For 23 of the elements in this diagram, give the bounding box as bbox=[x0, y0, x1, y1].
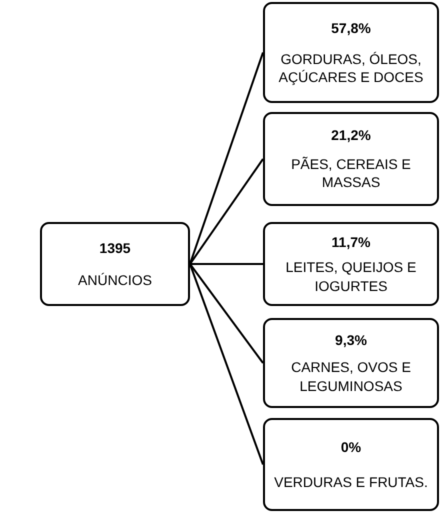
percentage-value: 21,2% bbox=[331, 126, 371, 145]
category-box bbox=[263, 2, 439, 103]
total-count: 1395 bbox=[99, 239, 131, 258]
category-label: VERDURAS E FRUTAS. bbox=[274, 472, 428, 491]
connector-line bbox=[189, 52, 264, 264]
category-label: ANÚNCIOS bbox=[78, 270, 152, 289]
category-label: PÃES, CEREAIS E MASSAS bbox=[290, 155, 412, 192]
connector-line bbox=[190, 263, 263, 265]
category-box bbox=[263, 112, 439, 206]
connector-line bbox=[189, 264, 264, 465]
category-box bbox=[40, 222, 190, 306]
category-label: CARNES, OVOS E LEGUMINOSAS bbox=[290, 358, 412, 395]
percentage-value: 9,3% bbox=[335, 331, 367, 350]
category-box bbox=[263, 318, 439, 408]
connector-line bbox=[189, 263, 264, 364]
category-label: GORDURAS, ÓLEOS, AÇÚCARES E DOCES bbox=[278, 50, 424, 86]
percentage-value: 0% bbox=[340, 438, 362, 456]
percentage-value: 57,8% bbox=[331, 18, 371, 37]
category-box bbox=[263, 222, 439, 306]
percentage-value: 11,7% bbox=[332, 233, 370, 252]
connector-line bbox=[189, 158, 264, 265]
category-box bbox=[263, 418, 439, 511]
category-label: LEITES, QUEIJOS E IOGURTES bbox=[284, 258, 418, 295]
